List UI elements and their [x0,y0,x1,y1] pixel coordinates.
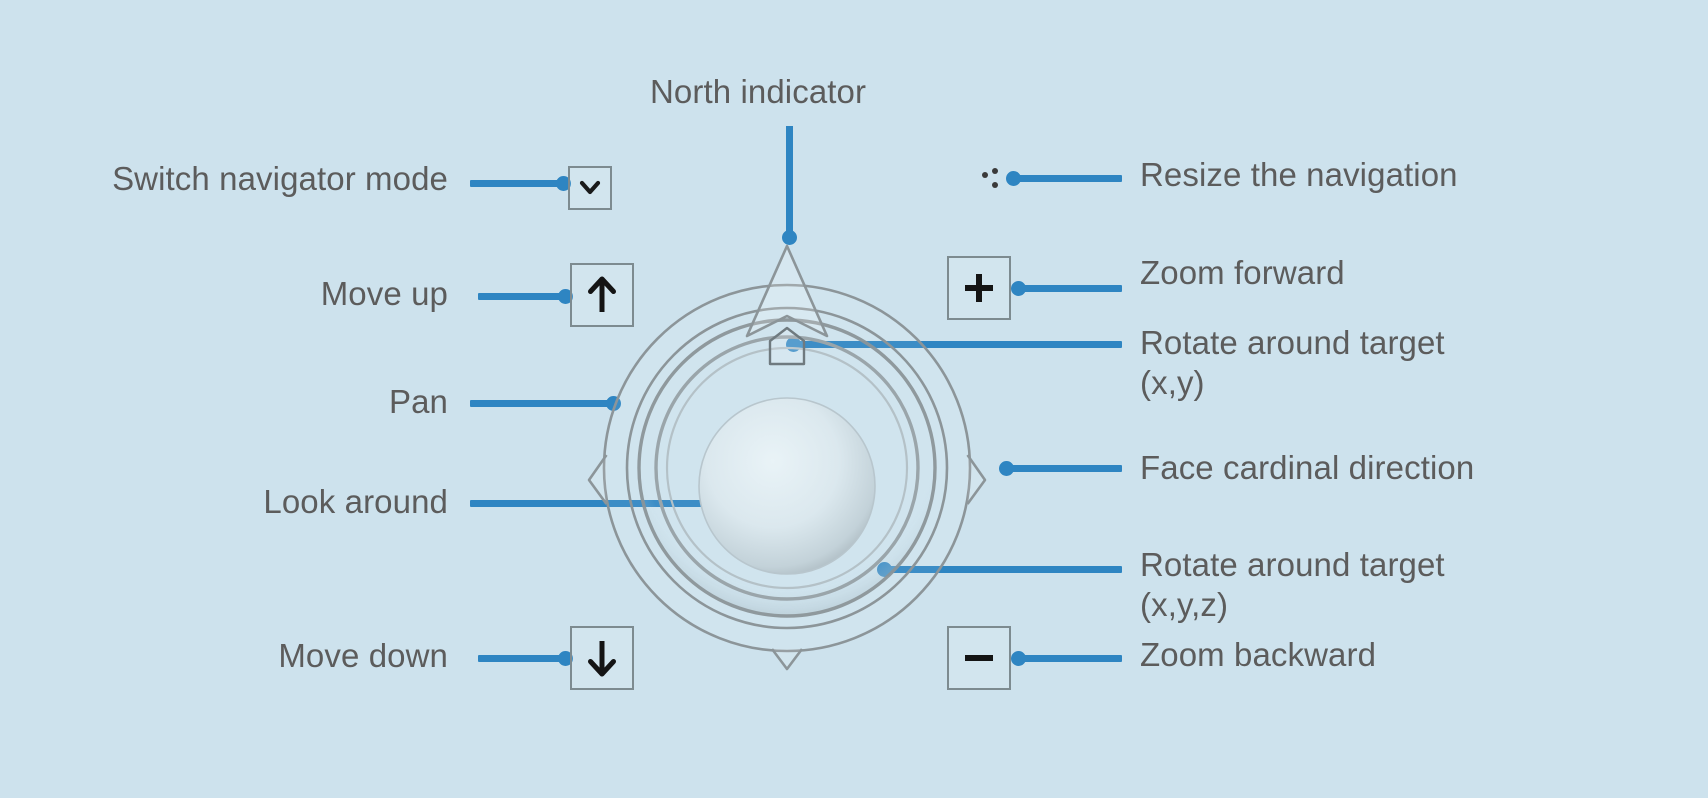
zoom-backward-button[interactable] [947,626,1011,690]
leader-line-switch-navigator-mode [470,180,566,187]
chevron-down-icon [579,180,601,195]
callout-label-rotate-xyz: Rotate around target (x,y,z) [1140,546,1445,623]
grip-dot [982,172,988,178]
move-up-button[interactable] [570,263,634,327]
callout-label-zoom-backward: Zoom backward [1140,636,1377,673]
callout-label-rotate-xy: Rotate around target (x,y) [1140,324,1445,401]
callout-label-look-around: Look around [263,483,448,520]
leader-line-north-indicator [786,126,793,238]
leader-line-resize-navigation [1012,175,1122,182]
leader-line-rotate-xy [793,341,1122,348]
cardinal-notch-west[interactable] [587,454,608,505]
center-sphere[interactable] [698,397,876,575]
callout-label-resize-navigation: Resize the navigation [1140,156,1458,193]
zoom-forward-button[interactable] [947,256,1011,320]
cardinal-notch-south[interactable] [770,648,804,671]
leader-line-look-around [470,500,780,507]
north-indicator-arrow [745,244,829,338]
callout-label-move-up: Move up [320,275,448,312]
plus-icon [965,274,993,302]
leader-line-move-down [478,655,568,662]
callout-label-north-indicator: North indicator [650,73,867,110]
move-down-button[interactable] [570,626,634,690]
leader-dot-resize-navigation [1006,171,1021,186]
grip-dot [992,182,998,188]
leader-line-move-up [478,293,568,300]
rotate-xy-handle[interactable] [768,326,806,366]
3d-navigator-widget[interactable] [587,228,998,726]
leader-line-pan [470,400,618,407]
navigator-mode-button[interactable] [568,166,612,210]
grip-dot [992,168,998,174]
leader-dot-move-down [558,651,573,666]
arrow-up-icon [588,276,616,312]
leader-dot-switch-navigator-mode [556,176,571,191]
callout-label-face-cardinal-direction: Face cardinal direction [1140,449,1475,486]
leader-line-face-cardinal-direction [1005,465,1122,472]
callout-label-move-down: Move down [278,637,448,674]
callout-label-zoom-forward: Zoom forward [1140,254,1345,291]
leader-dot-north-indicator [782,230,797,245]
callout-label-pan: Pan [388,383,448,420]
leader-line-zoom-backward [1016,655,1122,662]
minus-icon [965,655,993,661]
rotate-xy-ring[interactable] [654,335,920,601]
leader-dot-zoom-forward [1011,281,1026,296]
leader-dot-face-cardinal-direction [999,461,1014,476]
leader-dot-move-up [558,289,573,304]
leader-line-zoom-forward [1016,285,1122,292]
arrow-down-icon [588,641,616,677]
leader-dot-zoom-backward [1011,651,1026,666]
cardinal-notch-east[interactable] [966,454,987,505]
resize-grip[interactable] [982,166,1008,196]
callout-label-switch-navigator-mode: Switch navigator mode [112,160,448,197]
leader-line-rotate-xyz [884,566,1122,573]
